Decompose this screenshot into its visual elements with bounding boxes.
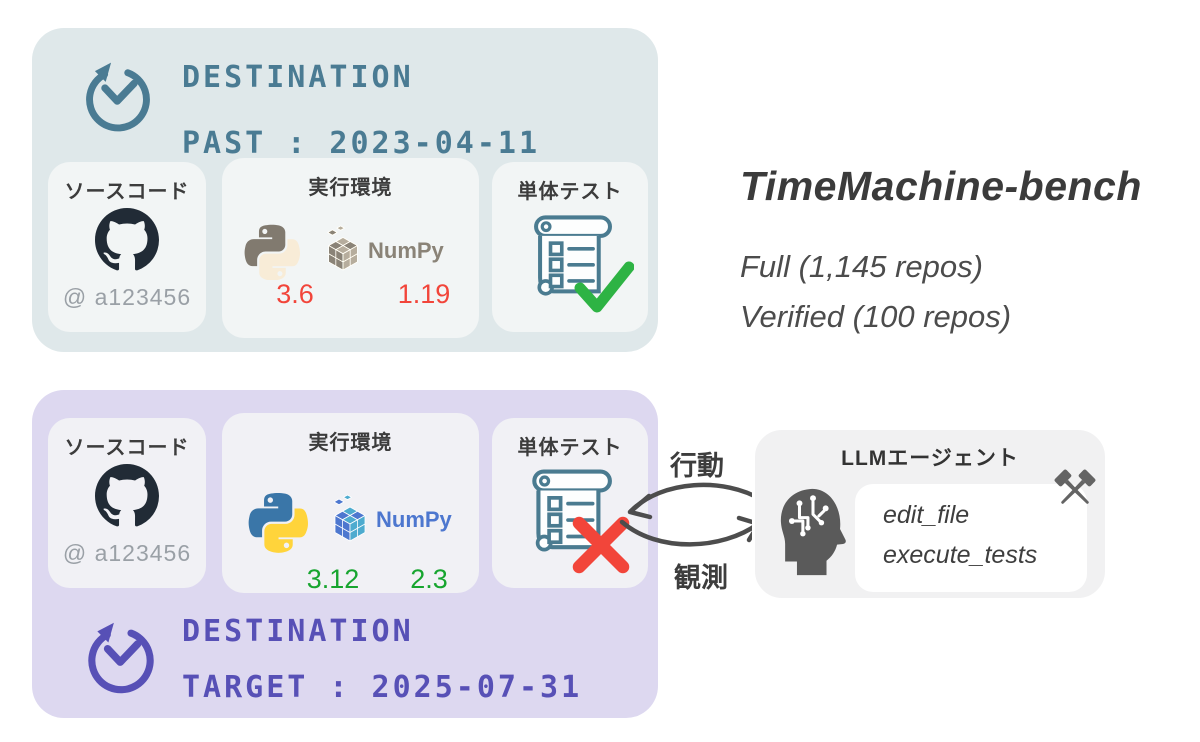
source-card-title: ソースコード [64,437,190,459]
llm-agent-box: LLMエージェント edit_file execute_tests [752,427,1108,601]
python-version-new: 3.12 [306,564,360,594]
past-date-label: PAST : 2023-04-11 [182,126,541,161]
bench-title: TimeMachine-bench [740,163,1142,209]
ai-head-icon [775,482,851,582]
history-clock-icon [78,58,158,138]
numpy-wordmark: NumPy [368,238,444,263]
greyed-old-logos: NumPy [222,158,479,338]
source-card-title: ソースコード [64,181,190,203]
history-clock-icon [80,618,162,700]
unit-test-card: 単体テスト [492,418,648,588]
target-state-panel: ソースコード @ a123456 実行環境 NumPy 3.12 2.3 単体テ… [32,390,658,718]
agent-title: LLMエージェント [841,447,1019,470]
source-code-card: ソースコード @ a123456 [48,418,206,588]
bench-subtitle-verified: Verified (100 repos) [740,299,1012,334]
environment-card: 実行環境 NumPy 3.6 1.19 [222,158,479,338]
pass-check-icon [574,260,634,314]
python-logo-icon [244,220,300,280]
destination-label: DESTINATION [182,60,414,95]
target-date-label: TARGET : 2025-07-31 [182,670,583,705]
numpy-cube-icon [318,224,368,272]
commit-hash: @ a123456 [62,540,192,566]
unit-test-card: 単体テスト [492,162,648,332]
action-label: 行動 [670,451,724,481]
bench-subtitle-full: Full (1,145 repos) [740,249,983,284]
numpy-version-old: 1.19 [397,279,451,309]
agent-tools-box: edit_file execute_tests [855,484,1087,592]
past-state-panel: DESTINATION PAST : 2023-04-11 ソースコード @ a… [32,28,658,352]
env-card-title: 実行環境 [308,432,393,454]
destination-label: DESTINATION [182,614,414,649]
environment-card: 実行環境 NumPy 3.12 2.3 [222,413,479,594]
github-icon [95,464,159,528]
commit-hash: @ a123456 [62,284,192,310]
source-code-card: ソースコード @ a123456 [48,162,206,332]
numpy-version-new: 2.3 [410,564,448,594]
python-logo-icon [248,487,308,553]
test-card-title: 単体テスト [517,181,623,203]
github-icon [95,208,159,272]
numpy-wordmark: NumPy [376,507,452,532]
test-card-title: 単体テスト [517,437,623,459]
tool-edit-file: edit_file [883,501,970,529]
tool-execute-tests: execute_tests [883,541,1038,569]
observation-label: 観測 [674,563,728,593]
action-observation-arrows [619,482,765,547]
current-logos: NumPy [222,413,479,593]
numpy-cube-icon [324,493,376,543]
crossed-hammers-icon [1049,464,1101,516]
env-card-title: 実行環境 [308,177,393,199]
python-version-old: 3.6 [276,279,314,309]
